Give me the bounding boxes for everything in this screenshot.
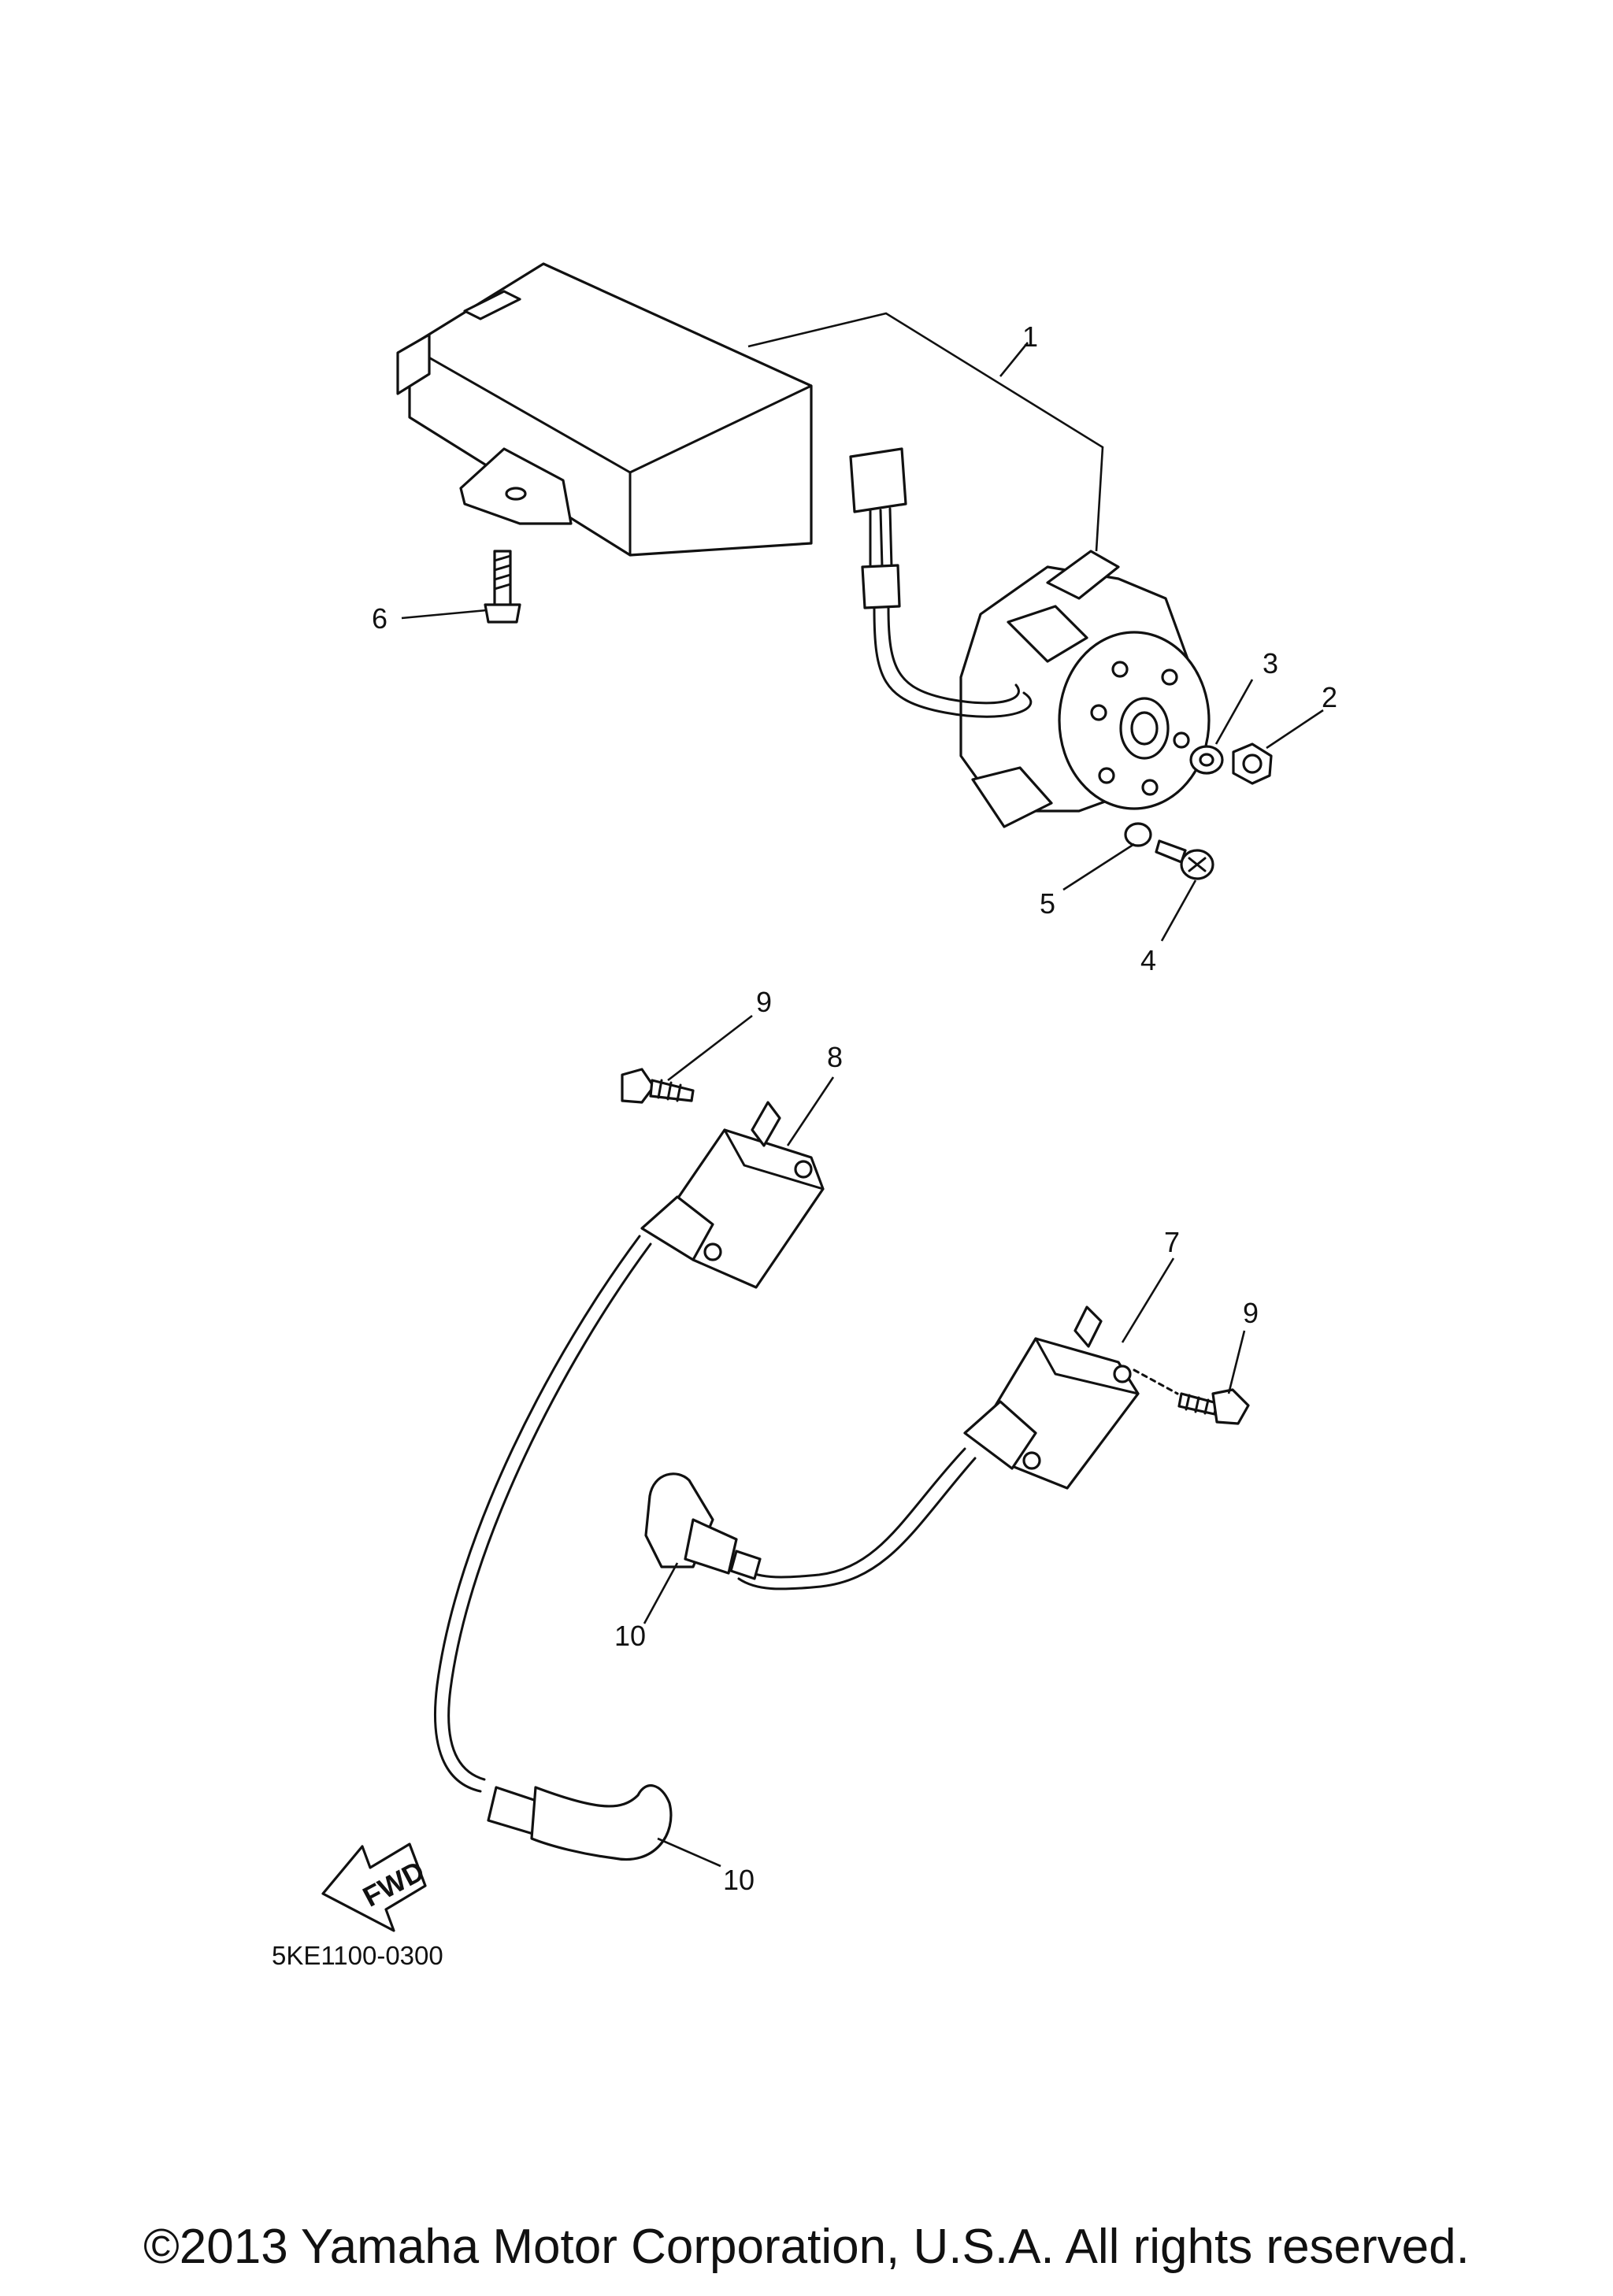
- diagram-code: 5KE1100-0300: [272, 1941, 443, 1970]
- ht-lead-8: [434, 1235, 641, 1793]
- callout-1: 1: [1022, 320, 1038, 353]
- callout-7: 7: [1164, 1226, 1180, 1258]
- callout-5: 5: [1040, 887, 1055, 920]
- ht-lead-7: [739, 1447, 966, 1579]
- callout-9-upper: 9: [756, 986, 772, 1018]
- callout-6: 6: [372, 602, 387, 635]
- bolt-9-right: [1177, 1388, 1250, 1425]
- stator-wire-harness: [849, 447, 1033, 718]
- leader-4: [1160, 880, 1197, 942]
- spark-plug-cap-lower: [487, 1784, 673, 1861]
- leader-1: [747, 312, 1104, 552]
- leader-10-lower: [657, 1837, 721, 1868]
- bolt-9-upper: [621, 1068, 695, 1104]
- spark-plug-cap-upper: [644, 1472, 762, 1580]
- copyright-notice: ©2013 Yamaha Motor Corporation, U.S.A. A…: [143, 2220, 1470, 2274]
- leader-9-right: [1227, 1330, 1246, 1394]
- leader-8: [786, 1076, 835, 1146]
- leader-9-upper: [667, 1014, 753, 1082]
- magneto-stator: [959, 550, 1211, 828]
- leader-2: [1266, 709, 1324, 750]
- washer-5: [1124, 822, 1152, 847]
- callout-8: 8: [827, 1041, 843, 1073]
- washer-3-hole: [1199, 753, 1214, 767]
- leader-6: [401, 609, 488, 620]
- leader-5: [1062, 842, 1135, 891]
- callout-9-right: 9: [1243, 1297, 1259, 1329]
- callout-10-lower: 10: [723, 1864, 755, 1896]
- leader-9-right-dash: [1133, 1368, 1179, 1395]
- ignition-coil-7: [963, 1305, 1140, 1490]
- callout-3: 3: [1263, 647, 1278, 680]
- leader-7: [1121, 1257, 1175, 1343]
- leader-3: [1214, 679, 1254, 745]
- callout-4: 4: [1140, 944, 1156, 976]
- screw-4: [1155, 839, 1214, 880]
- callout-10-upper: 10: [614, 1620, 646, 1652]
- leader-10-upper: [643, 1562, 679, 1624]
- callout-2: 2: [1322, 681, 1337, 713]
- ignition-coil-8: [640, 1101, 825, 1289]
- nut-2: [1232, 742, 1273, 785]
- bolt-6: [484, 550, 521, 624]
- fwd-arrow-icon: FWD: [321, 1842, 430, 1932]
- cdi-unit: [396, 262, 813, 557]
